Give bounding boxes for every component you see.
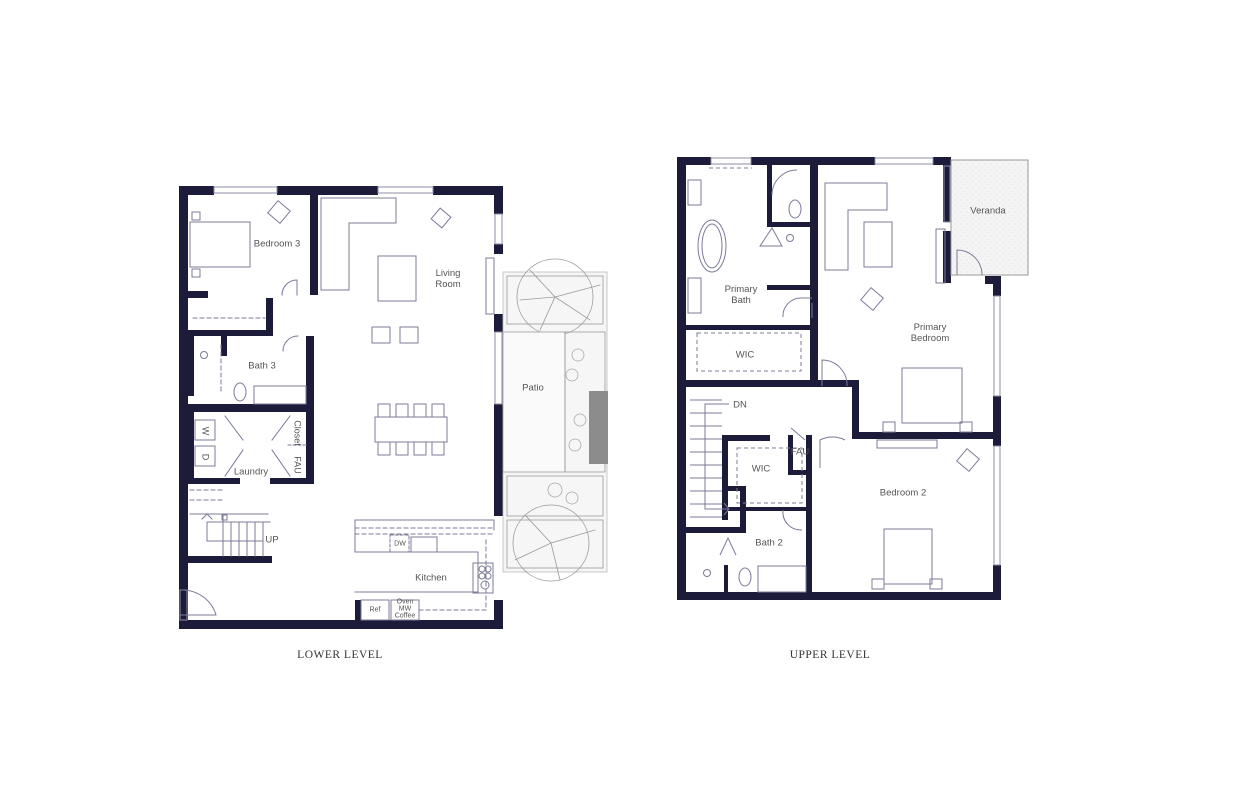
room-label-bath3: Bath 3 bbox=[248, 360, 276, 372]
room-label-bath2: Bath 2 bbox=[755, 537, 783, 549]
oven-stack-label: Oven MW Coffee bbox=[394, 598, 416, 620]
room-label-fau-lower: FAU bbox=[292, 456, 303, 474]
patio-plan bbox=[502, 258, 608, 582]
room-label-wic2: WIC bbox=[751, 463, 771, 475]
room-label-laundry: Laundry bbox=[233, 466, 269, 478]
upper-furniture bbox=[687, 167, 983, 593]
upper-exterior-walls bbox=[677, 157, 1001, 600]
lower-exterior-walls bbox=[179, 186, 503, 629]
room-label-primary-bedroom: Primary Bedroom bbox=[910, 322, 950, 344]
room-label-wic-primary: WIC bbox=[735, 349, 755, 361]
veranda-floor bbox=[950, 159, 1029, 276]
room-label-primary-bath: Primary Bath bbox=[724, 284, 758, 306]
lower-furniture bbox=[180, 197, 495, 621]
room-label-fau-upper: FAU bbox=[790, 446, 810, 458]
dryer-label: D bbox=[200, 453, 211, 461]
room-label-living-room: Living Room bbox=[435, 268, 461, 290]
stairs-down-label: DN bbox=[733, 399, 747, 411]
stairs-up-label: UP bbox=[265, 534, 279, 546]
dishwasher-label: DW bbox=[394, 540, 406, 548]
washer-label: W bbox=[200, 426, 211, 436]
upper-level-plan bbox=[677, 157, 1029, 600]
room-label-patio: Patio bbox=[522, 382, 544, 394]
ref-label: Ref bbox=[369, 606, 381, 614]
lower-level-title: LOWER LEVEL bbox=[297, 649, 383, 661]
room-label-closet: Closet bbox=[292, 420, 303, 446]
room-label-veranda: Veranda bbox=[970, 205, 1006, 217]
upper-level-title: UPPER LEVEL bbox=[789, 649, 871, 661]
room-label-bedroom3: Bedroom 3 bbox=[253, 238, 301, 250]
room-label-kitchen: Kitchen bbox=[415, 572, 447, 584]
room-label-bedroom2: Bedroom 2 bbox=[879, 487, 927, 499]
lower-level-plan bbox=[179, 186, 608, 629]
